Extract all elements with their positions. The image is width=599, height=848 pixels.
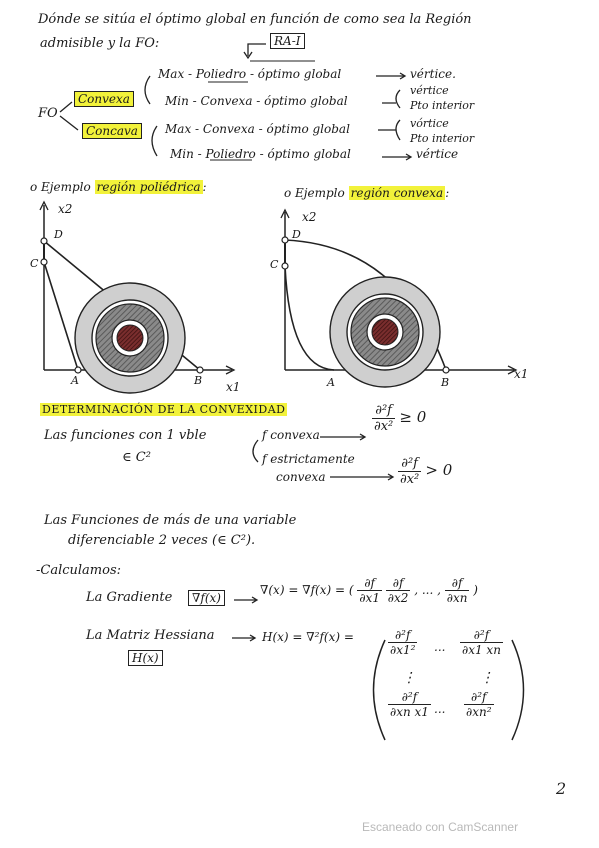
example-right-title: o Ejemplo región convexa: (284, 186, 449, 200)
calc-label: -Calculamos: (36, 563, 122, 578)
gradient-formula: ∇(x) = ∇f(x) = ( ∂f∂x1 ∂f∂x2 , ... , ∂f∂… (260, 576, 478, 605)
f-estricta-2: convexa (276, 470, 326, 484)
h11-num: ∂²f (388, 628, 418, 643)
hessian-def: H(x) = ∇²f(x) = (262, 630, 354, 644)
left-point-a: A (71, 374, 79, 387)
example-left-c: : (202, 180, 207, 194)
gradient-box: ∇f(x) (188, 590, 225, 606)
page-number: 2 (556, 779, 567, 798)
right-chart (280, 208, 518, 388)
cond2-op: > 0 (425, 461, 453, 479)
cond1-num: ∂²f (372, 403, 396, 419)
right-point-a: A (327, 376, 335, 389)
multi-line-2: diferenciable 2 veces (∈ C²). (68, 533, 256, 548)
hessian-h1n: ∂²f∂x1 xn (460, 628, 503, 657)
cond2-den: ∂x² (400, 472, 420, 487)
grad-close: ) (473, 583, 478, 597)
left-point-b: B (194, 374, 203, 387)
tree-row-3-result-a: vórtice (410, 117, 449, 130)
hessian-vdots-right: ⋮ (480, 670, 494, 686)
hessian-box: H(x) (128, 650, 163, 666)
tree-row-2: Min - Convexa - óptimo global (165, 94, 348, 108)
left-point-d: D (54, 228, 63, 241)
tree-row-2-result-a: vértice (410, 84, 449, 97)
hessian-row2-dots: ... (434, 702, 446, 716)
hessian-row1-dots: ... (434, 640, 446, 654)
ra-arrow (247, 43, 266, 56)
intro-line-2: admisible y la FO: (40, 36, 160, 51)
fo-label: FO (38, 106, 58, 121)
right-point-d: D (292, 228, 301, 241)
bracket-convexa (144, 75, 151, 105)
concava-box: Concava (82, 123, 142, 139)
h11-den: ∂x1² (390, 643, 416, 657)
tree-row-1: Max - Poliedro - óptimo global (158, 67, 342, 81)
tree-row-3: Max - Convexa - óptimo global (165, 122, 350, 136)
intro-line-1: Dónde se sitúa el óptimo global en funci… (38, 12, 472, 27)
condition-convexa: ∂²f∂x² ≥ 0 (372, 403, 426, 434)
hessian-label: La Matriz Hessiana (86, 628, 215, 643)
hessian-h11: ∂²f∂x1² (388, 628, 418, 657)
scanner-watermark: Escaneado con CamScanner (362, 820, 519, 834)
hessian-hnn: ∂²f∂xn² (464, 690, 494, 719)
hn1-den: ∂xn x1 (390, 705, 429, 719)
cond2-num: ∂²f (398, 456, 422, 472)
cond1-op: ≥ 0 (399, 408, 427, 426)
g2-num: ∂f (385, 576, 411, 591)
right-x1-label: x1 (514, 367, 529, 381)
hnn-den: ∂xn² (466, 705, 492, 719)
right-point-b: B (441, 376, 450, 389)
left-point-c: C (30, 257, 39, 270)
right-x2-label: x2 (302, 210, 317, 224)
convexa-box: Convexa (74, 91, 134, 107)
example-left-title: o Ejemplo región poliédrica: (30, 180, 207, 194)
hessian-hn1: ∂²f∂xn x1 (388, 690, 431, 719)
grad-def: ∇(x) = ∇f(x) = ( (260, 583, 354, 597)
example-left-highlight: región poliédrica (94, 180, 203, 194)
bracket-concava (151, 125, 158, 157)
hn1-num: ∂²f (388, 690, 431, 705)
cond1-den: ∂x² (374, 419, 394, 434)
gradient-label: La Gradiente (86, 590, 173, 605)
example-right-highlight: región convexa (348, 186, 446, 200)
left-x1-label: x1 (226, 380, 241, 394)
convexity-heading: DETERMINACIÓN DE LA CONVEXIDAD (40, 403, 288, 416)
g3-den: ∂xn (446, 591, 468, 605)
ra-box: RA-I (270, 33, 305, 49)
right-point-c: C (270, 258, 279, 271)
convexity-line-b: ∈ C² (122, 450, 151, 465)
tree-row-3-result-b: Pto interior (410, 132, 475, 145)
example-right-a: o Ejemplo (284, 186, 345, 200)
example-left-a: o Ejemplo (30, 180, 91, 194)
hnn-num: ∂²f (464, 690, 494, 705)
tree-row-1-result: vértice. (410, 67, 456, 81)
g1-num: ∂f (357, 576, 382, 591)
condition-estricta: ∂²f∂x² > 0 (398, 456, 452, 487)
f-convexa: f convexa (262, 428, 320, 442)
left-chart (39, 200, 236, 394)
g3-num: ∂f (444, 576, 470, 591)
h1n-num: ∂²f (460, 628, 503, 643)
example-right-c: : (445, 186, 450, 200)
tree-row-2-result-b: Pto interior (410, 99, 475, 112)
h1n-den: ∂x1 xn (462, 643, 501, 657)
convexity-line-a: Las funciones con 1 vble (44, 428, 207, 443)
tree-row-4: Min - Poliedro - óptimo global (170, 147, 351, 161)
grad-dots: , ... , (414, 583, 441, 597)
left-x2-label: x2 (58, 202, 73, 216)
multi-line-1: Las Funciones de más de una variable (44, 513, 297, 528)
g1-den: ∂x1 (359, 591, 380, 605)
f-estricta-1: f estrictamente (262, 452, 355, 466)
hessian-vdots-left: ⋮ (402, 670, 416, 686)
tree-row-4-result: vértice (416, 147, 459, 161)
g2-den: ∂x2 (387, 591, 409, 605)
